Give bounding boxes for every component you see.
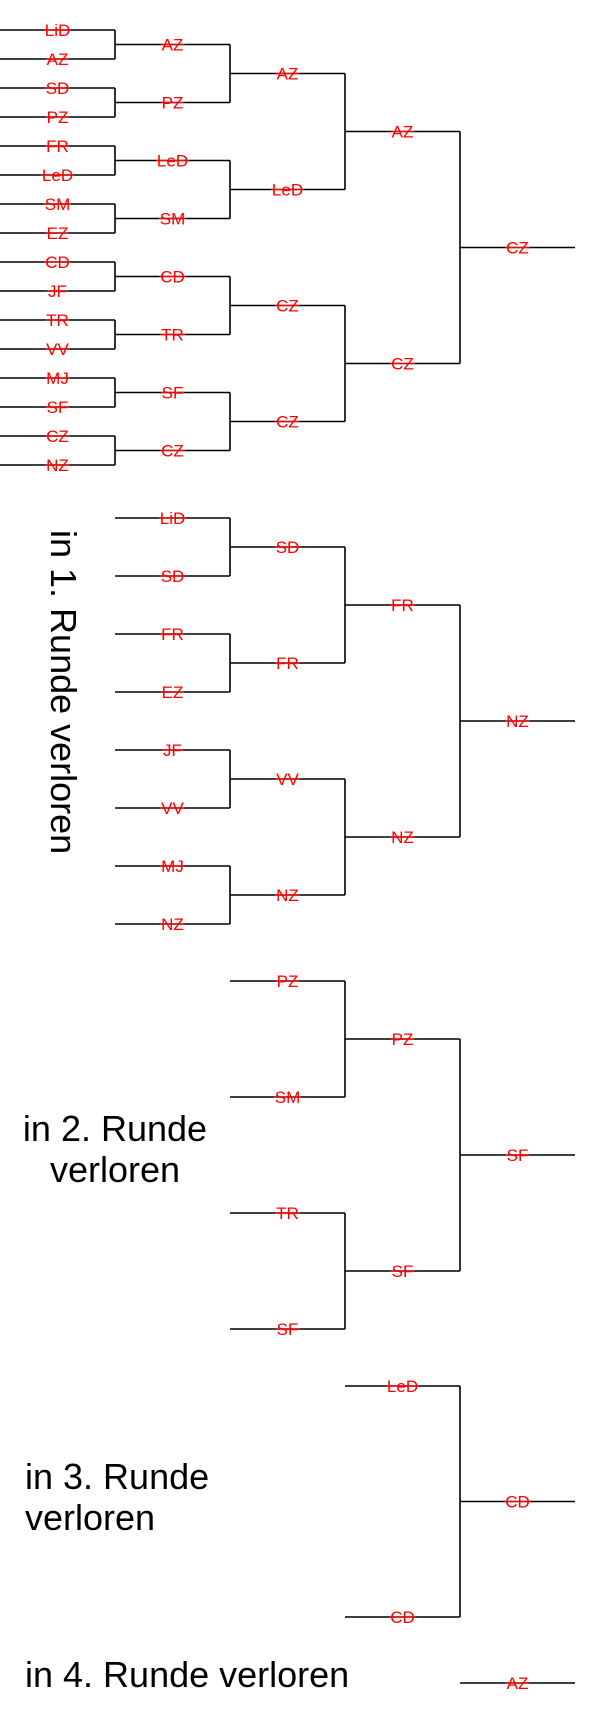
main-round1-name-8-group: CD bbox=[44, 253, 71, 272]
main-round1-name-13-group: SF bbox=[45, 398, 70, 417]
main-round2-name-0-group: AZ bbox=[160, 36, 185, 55]
lost_round3-round1-name-0-group: LeD bbox=[385, 1377, 420, 1396]
main-round1-name-5-group: LeD bbox=[40, 166, 75, 185]
main-round1-name-2-group: SD bbox=[44, 79, 71, 98]
lost_round3-winner-name-0-group: CD bbox=[504, 1493, 531, 1512]
lost_round2-round1-name-0-group: PZ bbox=[275, 972, 300, 991]
lost_round1-round1-name-3-group: EZ bbox=[160, 683, 185, 702]
caption-lost-round-3-line2: verloren bbox=[25, 1497, 156, 1539]
caption-lost-round-1: in 1. Runde verloren bbox=[43, 530, 84, 855]
lost_round2-round2-name-1-group: SF bbox=[390, 1262, 415, 1281]
lost_round2-winner-name-0-group: SF bbox=[505, 1146, 530, 1165]
main-round2-name-2-group: LeD bbox=[155, 152, 190, 171]
main-round2-name-1-group: PZ bbox=[160, 94, 185, 113]
main-round1-name-7-group: EZ bbox=[45, 224, 70, 243]
lost_round2-round2-name-0-group: PZ bbox=[390, 1030, 415, 1049]
main-round4-name-0-group: AZ bbox=[390, 123, 415, 142]
main-round2-name-5-group: TR bbox=[160, 326, 185, 345]
lost_round1-round2-name-3-group: NZ bbox=[275, 886, 300, 905]
lost_round1-round1-name-2-group: FR bbox=[160, 625, 185, 644]
lost_round4-winner-name-group: AZ bbox=[505, 1674, 530, 1693]
main-round1-name-0-group: LiD bbox=[43, 21, 72, 40]
main-round4-name-1-group: CZ bbox=[390, 355, 415, 374]
lost_round1-round1-name-0-group: LiD bbox=[158, 509, 187, 528]
caption-lost-round-3: in 3. Runde verloren bbox=[25, 1456, 209, 1539]
lost_round3-round1-name-1-group: CD bbox=[389, 1608, 416, 1627]
main-round3-name-3-group: CZ bbox=[275, 413, 300, 432]
caption-lost-round-4: in 4. Runde verloren bbox=[25, 1654, 350, 1695]
main-round2-name-4-group: CD bbox=[159, 268, 186, 287]
main-round3-name-2-group: CZ bbox=[275, 297, 300, 316]
main-round1-name-10-group: TR bbox=[45, 311, 70, 330]
lost_round1-round1-name-7-group: NZ bbox=[160, 915, 185, 934]
bracket-lines bbox=[0, 29, 575, 1684]
main-round1-name-11-group: VV bbox=[45, 340, 70, 359]
caption-lost-round-2-line1: in 2. Runde bbox=[22, 1108, 208, 1149]
main-round2-name-3-group: SM bbox=[158, 210, 187, 229]
lost_round1-round1-name-5-group: VV bbox=[160, 799, 185, 818]
main-round3-name-0-group: AZ bbox=[275, 65, 300, 84]
lost_round1-round1-name-1-group: SD bbox=[159, 567, 186, 586]
main-round1-name-4-group: FR bbox=[45, 137, 70, 156]
main-round1-name-3-group: PZ bbox=[45, 108, 70, 127]
main-round1-name-15-group: NZ bbox=[45, 456, 70, 475]
lost_round2-round1-name-2-group: TR bbox=[275, 1204, 300, 1223]
caption-lost-round-2-line2: verloren bbox=[49, 1149, 181, 1191]
lost_round2-round1-name-3-group: SF bbox=[275, 1320, 300, 1339]
caption-lost-round-2: in 2. Runde verloren bbox=[10, 1108, 220, 1191]
main-round2-name-7-group: CZ bbox=[160, 442, 185, 461]
main-round3-name-1-group: LeD bbox=[270, 181, 305, 200]
lost_round1-round3-name-0-group: FR bbox=[390, 596, 415, 615]
lost_round1-round2-name-1-group: FR bbox=[275, 654, 300, 673]
main-round1-name-12-group: MJ bbox=[45, 369, 70, 388]
main-round2-name-6-group: SF bbox=[160, 384, 185, 403]
main-round1-name-1-group: AZ bbox=[45, 50, 70, 69]
caption-lost-round-3-line1: in 3. Runde bbox=[25, 1456, 210, 1497]
lost_round2-round1-name-1-group: SM bbox=[273, 1088, 302, 1107]
lost_round1-round1-name-4-group: JF bbox=[162, 741, 183, 760]
lost_round1-winner-name-0-group: NZ bbox=[505, 712, 530, 731]
main-round1-name-14-group: CZ bbox=[45, 427, 70, 446]
lost_round1-round2-name-2-group: VV bbox=[275, 770, 300, 789]
bracket-labels: LiD AZ SD PZ FR LeD SM EZ CD JF TR VV MJ SF CZ NZ AZ PZ Le… bbox=[40, 21, 531, 1693]
lost_round1-round2-name-0-group: SD bbox=[274, 538, 301, 557]
main-round1-name-9-group: JF bbox=[47, 282, 68, 301]
main-winner-name-0-group: CZ bbox=[505, 239, 530, 258]
lost_round1-round3-name-1-group: NZ bbox=[390, 828, 415, 847]
main-round1-name-6-group: SM bbox=[43, 195, 72, 214]
lost_round1-round1-name-6-group: MJ bbox=[160, 857, 185, 876]
